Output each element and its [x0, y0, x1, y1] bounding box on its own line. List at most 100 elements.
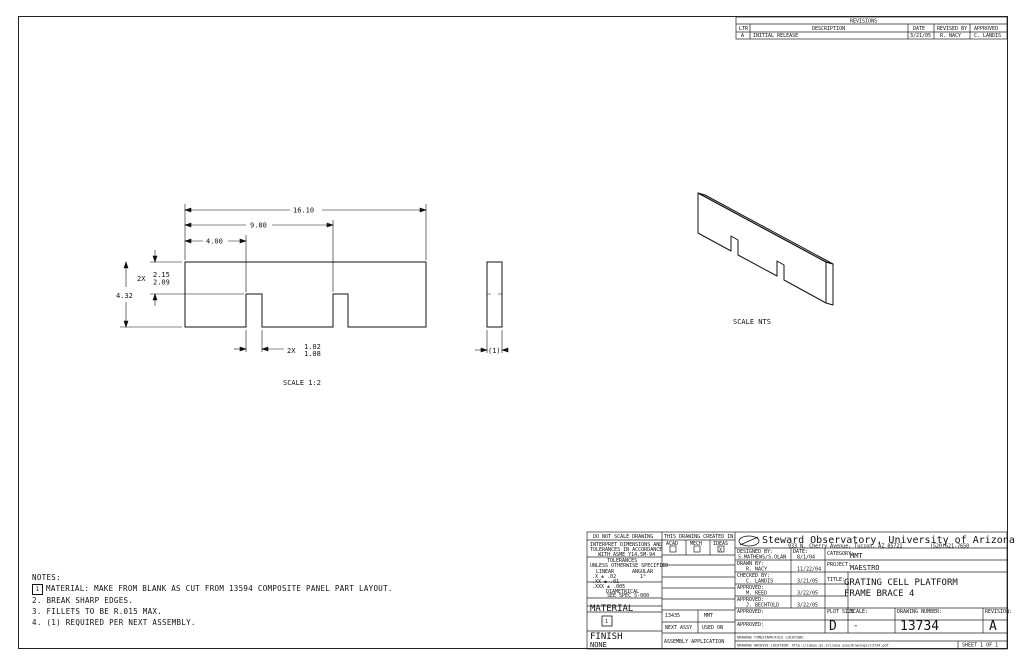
tb-archive-label: DRAWING ARCHIVE LOCATION: http://ideas.a… — [737, 644, 889, 648]
side-view-thickness: (1) — [488, 347, 501, 355]
tb-approved-date-2: 3/22/05 — [797, 603, 818, 609]
tb-drawing-number-label: DRAWING NUMBER: — [897, 609, 942, 615]
front-view-outline — [184, 261, 427, 328]
note-1-text: MATERIAL: MAKE FROM BLANK AS CUT FROM 13… — [46, 584, 393, 593]
rev-row-approved: C. LANDIS — [974, 33, 1001, 39]
tb-approved-label-1: APPROVED: — [737, 585, 764, 591]
tb-title-line1: GRATING CELL PLATFORM — [844, 578, 958, 588]
front-view: 16.10 9.80 4.00 4.32 2X 2.15 2.09 2X 1.0… — [116, 204, 427, 387]
tb-approved-by-2: J. BECHTOLD — [746, 603, 779, 609]
note-3-num: 3. — [32, 606, 42, 616]
tb-category-label: CATEGORY: — [827, 551, 854, 557]
rev-col-description: DESCRIPTION — [812, 26, 845, 32]
tb-finish-label: FINISH — [590, 632, 623, 642]
tb-category: MMT — [850, 552, 863, 560]
note-item-4: 4. (1) REQUIRED PER NEXT ASSEMBLY. — [32, 617, 393, 628]
dim-slot-width-min: 1.08 — [304, 350, 321, 358]
tb-tol-xxx: .XXX ± .005 — [592, 584, 625, 590]
revisions-header: REVISIONS — [850, 19, 877, 25]
tb-approved-by-1: M. REED — [746, 591, 767, 597]
dim-slot-depth-max: 2.15 — [153, 271, 170, 279]
rev-col-date: DATE — [913, 26, 925, 32]
tb-acad: ACAD — [666, 541, 678, 547]
tb-material-ref: 1 — [605, 619, 608, 625]
tb-see-spec: SEE SPEC S-000 — [607, 593, 649, 599]
dim-slot-width-prefix: 2X — [287, 347, 296, 355]
iso-view-scale: SCALE NTS — [733, 318, 771, 326]
dim-slot2-position: 9.80 — [250, 222, 267, 230]
tb-tolerances: TOLERANCES — [607, 558, 637, 564]
notes-title: NOTES: — [32, 573, 61, 582]
drawing-border — [18, 16, 1008, 649]
rev-row-date: 3/21/05 — [910, 33, 931, 39]
tb-do-not-scale: DO NOT SCALE DRAWING — [593, 534, 653, 540]
dim-overall-length: 16.10 — [293, 207, 314, 215]
tb-assembly-app: ASSEMBLY APPLICATION — [664, 639, 724, 645]
tb-org-name: Steward Observatory, University of Arizo… — [762, 535, 1015, 546]
tb-approved-label-4: APPROVED: — [737, 622, 764, 628]
side-view: (1) — [475, 261, 509, 355]
tb-approved-label-2: APPROVED: — [737, 597, 764, 603]
tb-org-phone: (520)621-7650 — [930, 544, 969, 550]
tb-revision-label: REVISION: — [985, 609, 1012, 615]
tb-angular: ANGULAR — [632, 569, 654, 575]
dim-height: 4.32 — [116, 292, 133, 300]
tb-drawn-date: 11/22/04 — [797, 567, 821, 573]
tb-org-address: 933 N. Cherry Avenue, Tucson, AZ 85721 — [788, 544, 902, 550]
dim-slot1-position: 4.00 — [206, 238, 223, 246]
dim-slot-depth-min: 2.09 — [153, 279, 170, 287]
tb-title-line2: FRAME BRACE 4 — [844, 589, 914, 599]
tb-diametral: DIAMETRICAL — [606, 589, 639, 595]
front-view-scale: SCALE 1:2 — [283, 379, 321, 387]
tb-interpret-2: TOLERANCES IN ACCORDANCE — [590, 547, 662, 553]
tb-created-in: THIS DRAWING CREATED IN: — [664, 534, 736, 540]
note-item-2: 2. BREAK SHARP EDGES. — [32, 595, 393, 606]
tb-tol-x: .X ± .02 — [592, 574, 616, 580]
tb-location-label: DRAWING TIMESTAMP/FILE LOCATION: — [737, 636, 804, 640]
rev-col-approved: APPROVED — [974, 26, 998, 32]
rev-col-ltr: LTR — [739, 26, 749, 32]
note-item-3: 3. FILLETS TO BE R.015 MAX. — [32, 606, 393, 617]
dim-slot-width-max: 1.02 — [304, 343, 321, 351]
tb-checked-label: CHECKED BY: — [737, 573, 770, 579]
tb-tol-xx: .XX ± .01 — [592, 579, 619, 585]
note-2-text: BREAK SHARP EDGES. — [46, 595, 134, 605]
tb-interpret-1: INTERPRET DIMENSIONS AND — [590, 542, 662, 548]
tb-drawing-number: 13734 — [900, 619, 939, 634]
tb-next-assy: NEXT ASSY — [665, 625, 692, 631]
tb-drawn-by: R. NACY — [746, 567, 767, 573]
tb-material-label: MATERIAL — [590, 604, 633, 614]
tb-checked-date: 3/21/05 — [797, 579, 818, 585]
tb-designed-label: DESIGNED BY: — [737, 549, 773, 555]
tb-linear: LINEAR — [596, 569, 615, 575]
tb-title-label: TITLE: — [827, 577, 845, 583]
tb-designed-date: 8/1/04 — [797, 555, 815, 561]
tb-checked-by: C. LANDIS — [746, 579, 773, 585]
rev-row-description: INITIAL RELEASE — [753, 33, 798, 39]
note-2-num: 2. — [32, 595, 42, 605]
tb-used-on: USED ON — [702, 625, 723, 631]
tb-tol-ang: 1° — [640, 574, 646, 580]
tb-revision: A — [989, 619, 997, 634]
tb-material-ref-box — [601, 615, 613, 627]
tb-ideas-check: X — [719, 548, 722, 554]
note-1-flag: 1 — [32, 583, 43, 595]
tb-sheet: SHEET 1 OF 1 — [962, 643, 998, 649]
tb-part-tag: MMT — [704, 613, 713, 619]
note-3-text: FILLETS TO BE R.015 MAX. — [46, 606, 163, 616]
tb-project: MAESTRO — [850, 564, 880, 572]
rev-col-revised-by: REVISED BY — [937, 26, 967, 32]
tb-ideas: IDEAS — [713, 541, 728, 547]
tb-scale-label: SCALE: — [850, 609, 868, 615]
revisions-table — [735, 16, 1008, 40]
tb-designed-by: S.MATHEWS/S.OLAN — [738, 555, 786, 561]
tb-approved-date-1: 3/22/05 — [797, 591, 818, 597]
tb-unless: UNLESS OTHERWISE SPECIFIED — [590, 563, 668, 569]
note-4-text: (1) REQUIRED PER NEXT ASSEMBLY. — [46, 617, 196, 627]
tb-plot-size-label: PLOT SIZE — [827, 609, 854, 615]
tb-finish-value: NONE — [590, 641, 607, 649]
org-logo-icon — [738, 535, 760, 547]
